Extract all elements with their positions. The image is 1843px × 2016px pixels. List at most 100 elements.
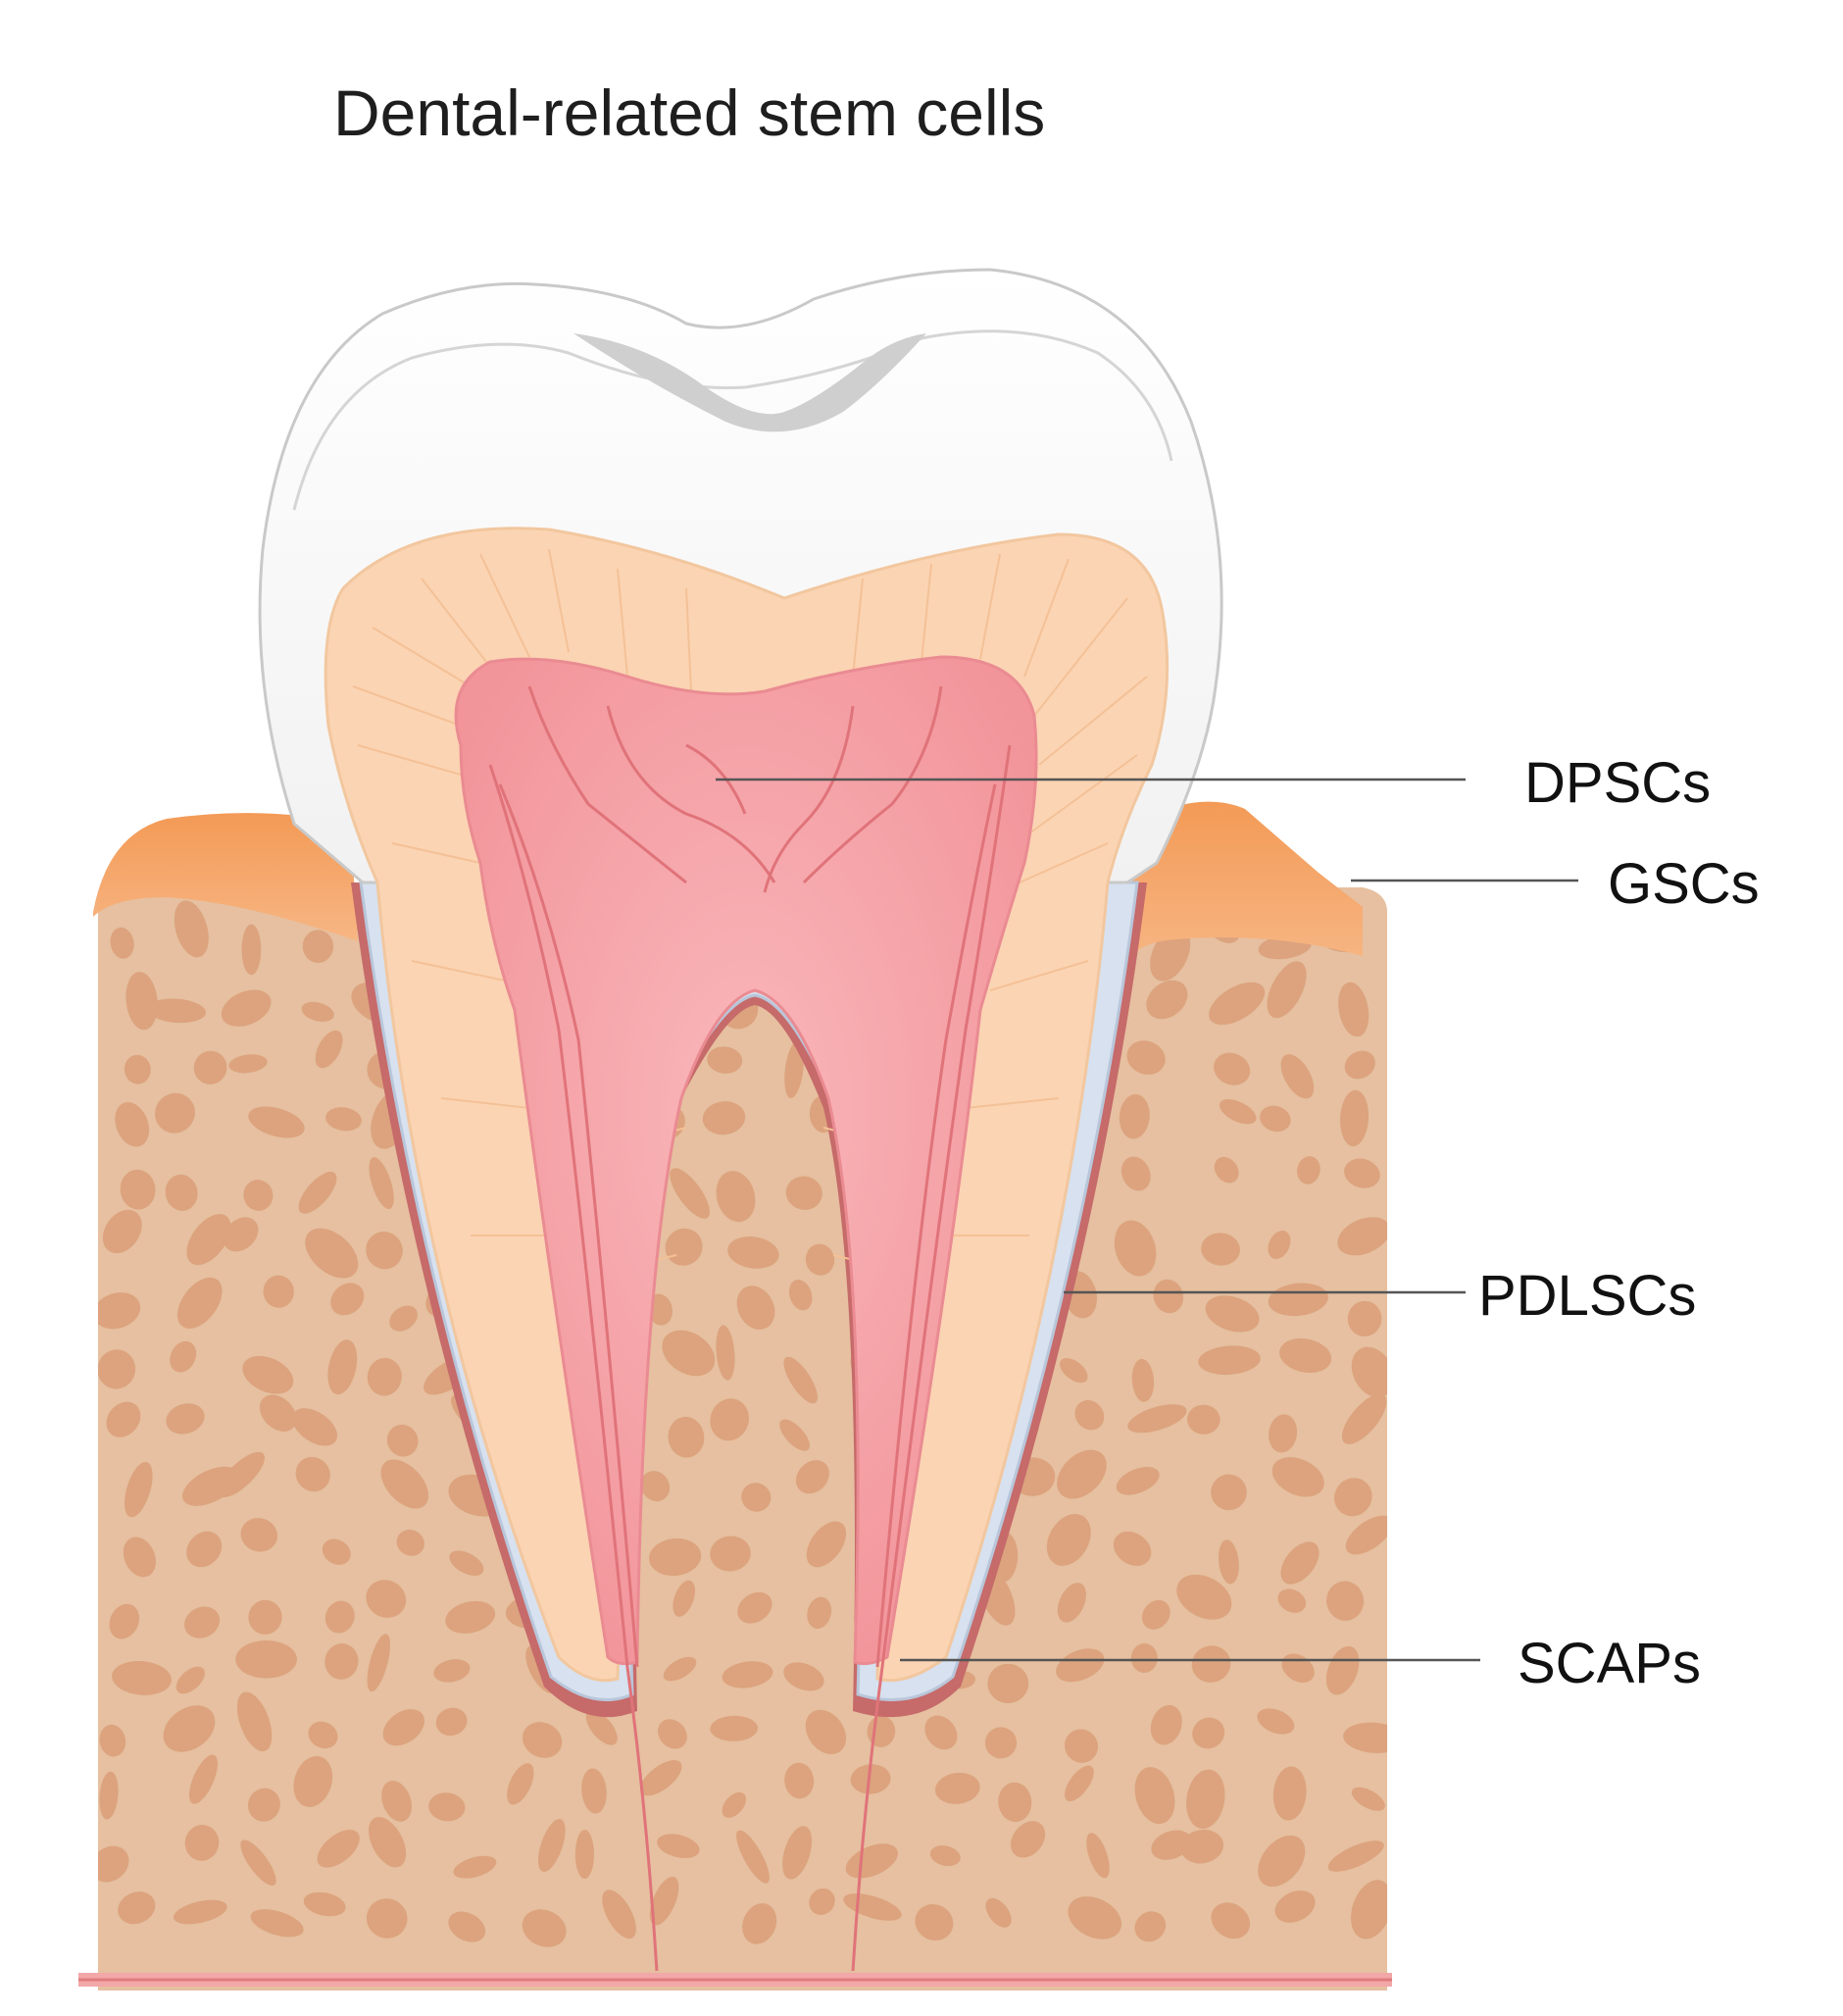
bone-pore bbox=[782, 1826, 813, 1880]
label-gsc: GSCs bbox=[1351, 852, 1760, 916]
bone-pore bbox=[366, 1580, 407, 1618]
gum-right bbox=[1122, 801, 1363, 966]
bone-pore bbox=[1326, 1581, 1365, 1621]
bone-pore bbox=[389, 1305, 418, 1332]
bone-pore bbox=[1277, 1588, 1307, 1613]
dentinal-tubule bbox=[965, 1097, 1060, 1109]
bone-pore bbox=[1150, 1704, 1182, 1745]
bone-pore bbox=[1180, 1829, 1224, 1864]
bone-pore bbox=[788, 1280, 813, 1311]
diagram-title: Dental-related stem cells bbox=[333, 76, 1045, 149]
bone-pore bbox=[1176, 1574, 1232, 1620]
bone-pore bbox=[449, 1550, 484, 1576]
dentinal-tubule bbox=[411, 960, 506, 982]
bone-pore bbox=[99, 1771, 119, 1820]
bone-pore bbox=[369, 1816, 407, 1868]
label-dpsc: DPSCs bbox=[716, 751, 1711, 815]
bone-pore bbox=[120, 1169, 156, 1210]
bone-pore bbox=[1011, 1821, 1046, 1858]
bone-pore bbox=[1350, 1880, 1387, 1940]
bone-pore bbox=[805, 1243, 835, 1276]
bone-pore bbox=[247, 1788, 280, 1822]
bone-pore bbox=[243, 1180, 274, 1211]
bone-pore bbox=[1121, 1156, 1151, 1191]
bone-pore bbox=[727, 1236, 779, 1269]
dentinal-tubule bbox=[685, 587, 692, 692]
bone-pore bbox=[303, 1891, 346, 1917]
dentinal-tubule bbox=[617, 568, 628, 678]
bone-pore bbox=[327, 1339, 358, 1395]
vessel bbox=[498, 783, 639, 1668]
bone-pore bbox=[537, 1819, 566, 1872]
bone-pore bbox=[295, 1456, 330, 1492]
bone-pore bbox=[795, 1460, 829, 1494]
bone-pore bbox=[1341, 1393, 1387, 1444]
bone-pore bbox=[845, 1843, 898, 1879]
bone-pore bbox=[302, 930, 334, 963]
bone-pore bbox=[366, 1232, 403, 1270]
bone-pore bbox=[663, 1656, 697, 1682]
bone-pore bbox=[125, 972, 158, 1031]
bone-pore bbox=[163, 1705, 216, 1752]
bone-pore bbox=[367, 1634, 391, 1692]
bone-pore bbox=[324, 1643, 359, 1680]
bone-pore bbox=[1057, 1449, 1107, 1499]
gum-left bbox=[93, 813, 358, 941]
bone-pore bbox=[1345, 1515, 1387, 1555]
bone-pore bbox=[1186, 1769, 1225, 1829]
bone-pore bbox=[381, 1781, 413, 1822]
dentinal-tubule bbox=[1023, 558, 1070, 678]
bone-pore bbox=[1219, 1099, 1257, 1125]
bone-pore bbox=[1211, 1902, 1251, 1940]
bone-pore bbox=[1153, 1279, 1184, 1314]
bone-pore bbox=[1344, 1050, 1375, 1080]
bone-pore bbox=[1134, 1911, 1167, 1942]
bone-pore bbox=[1214, 1156, 1239, 1184]
bone-pore bbox=[1146, 980, 1188, 1020]
bone-pore bbox=[123, 1537, 157, 1578]
bone-pore bbox=[1280, 1541, 1320, 1585]
bone-pore bbox=[1344, 1158, 1380, 1188]
bone-pore bbox=[1214, 1052, 1251, 1085]
bone-pore bbox=[1114, 1220, 1157, 1277]
bone-pore bbox=[785, 1176, 822, 1210]
label-scap-text: SCAPs bbox=[1518, 1632, 1701, 1695]
bone-pore bbox=[1337, 1217, 1387, 1256]
bone-pore bbox=[445, 1600, 496, 1634]
dentinal-tubule bbox=[357, 744, 462, 776]
bone-pore bbox=[1280, 1054, 1315, 1099]
tooth bbox=[258, 268, 1223, 1972]
bone-pore bbox=[668, 1416, 705, 1458]
gingiva bbox=[93, 801, 1363, 966]
bone-pore bbox=[662, 1330, 716, 1377]
bone-pore bbox=[648, 1537, 702, 1577]
bone-pore bbox=[710, 1398, 750, 1441]
bone-pore bbox=[783, 1356, 818, 1404]
bone-pore bbox=[736, 1285, 775, 1330]
bone-pore bbox=[433, 1659, 471, 1683]
bone-pore bbox=[1116, 1467, 1160, 1495]
bone-pore bbox=[175, 1666, 205, 1694]
bone-pore bbox=[1046, 1513, 1091, 1566]
vessel bbox=[527, 685, 687, 884]
vessel bbox=[851, 744, 1012, 1972]
bone-pore bbox=[507, 1763, 534, 1805]
bone-pore bbox=[428, 1792, 466, 1822]
bone-pore bbox=[1064, 1729, 1099, 1763]
bone-pore bbox=[115, 1102, 150, 1147]
bone-pore bbox=[806, 1521, 847, 1568]
bone-pore bbox=[1065, 1765, 1094, 1802]
dentinal-tubule bbox=[1028, 754, 1138, 834]
bone-pore bbox=[784, 1040, 804, 1099]
bone-pore bbox=[1057, 1583, 1086, 1623]
dentinal-tubules bbox=[352, 548, 1148, 1266]
dentinal-tubule bbox=[372, 627, 472, 687]
bone-pore bbox=[1325, 1645, 1360, 1695]
bone-pore bbox=[1260, 1105, 1291, 1133]
bone-pore bbox=[1074, 1400, 1105, 1431]
bone-pore bbox=[1113, 1531, 1152, 1566]
bone-pore bbox=[291, 1408, 338, 1446]
vessel bbox=[488, 764, 659, 1972]
bone-pore bbox=[124, 1054, 151, 1084]
bone-pore bbox=[915, 1903, 954, 1941]
